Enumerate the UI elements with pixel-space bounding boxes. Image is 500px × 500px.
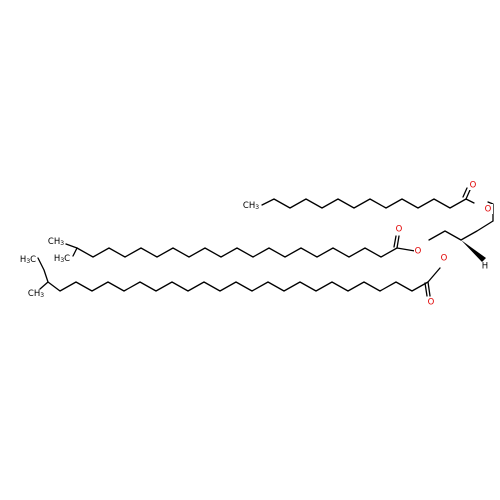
acyl-chain-3 xyxy=(37,257,441,297)
ester-oxygen-3: O xyxy=(441,254,448,264)
stereo-hydrogen: H xyxy=(482,262,488,272)
ester-oxygen-2: O xyxy=(415,247,422,257)
chain2-methyl-bottom: H3C xyxy=(54,254,70,264)
stereo-wedge-bond xyxy=(461,240,486,262)
ester-oxygen-1: O xyxy=(485,205,492,215)
acyl-chain-2 xyxy=(65,235,416,258)
carbonyl-oxygen-1: O xyxy=(470,181,477,191)
chain1-terminal-methyl: CH3 xyxy=(243,201,259,211)
chain3-methyl-top: H3C xyxy=(20,255,36,265)
chain2-methyl-top: CH3 xyxy=(48,237,64,247)
carbonyl-oxygen-3: O xyxy=(428,298,435,308)
acyl-chain-1 xyxy=(261,187,475,209)
chain3-methyl-branch: CH3 xyxy=(28,289,44,299)
carbonyl-oxygen-2: O xyxy=(396,225,403,235)
glycerol-backbone xyxy=(428,201,494,262)
